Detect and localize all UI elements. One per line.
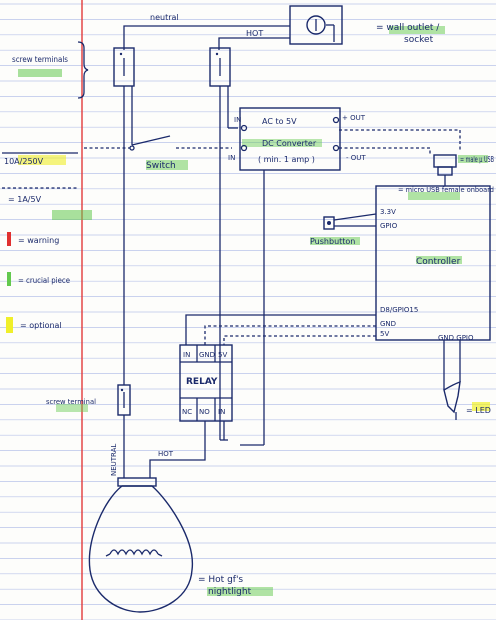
bulb-base (117, 477, 157, 487)
label-converter-line1: AC to 5V (262, 117, 297, 126)
relay-box (179, 344, 233, 422)
5v-to-relay-wire (223, 335, 376, 345)
label-converter-in-top: IN (234, 116, 241, 124)
pushbutton-icon (323, 216, 335, 230)
relay-no-hot-wire (149, 421, 206, 478)
highlight-green (52, 210, 92, 220)
pushbutton-wire (333, 213, 377, 221)
label-screw-terminals: screw terminals (12, 55, 68, 64)
label-relay-gnd: GND (199, 351, 215, 359)
controller-box (375, 185, 491, 341)
label-relay-in: IN (183, 351, 190, 359)
hot-top-wire (218, 37, 290, 50)
label-pin-gnd: GND (380, 320, 396, 328)
label-relay-5v: 5V (218, 351, 227, 359)
neutral-top-wire (123, 25, 290, 50)
label-pin-3v3: 3.3V (380, 208, 396, 216)
led-icon (443, 380, 461, 414)
legend-swatch-red (7, 232, 11, 246)
male-usb-icon (433, 154, 457, 168)
bulb-filament (157, 553, 163, 557)
label-converter-in-bottom: IN (228, 154, 235, 162)
label-hot-bottom: HOT (158, 450, 174, 458)
label-converter-line3: ( min. 1 amp ) (258, 155, 315, 164)
legend-swatch-green (7, 272, 11, 286)
label-pin-d8: D8/GPIO15 (380, 306, 418, 314)
highlight-green (18, 69, 62, 77)
ruled-lines (0, 3, 496, 620)
highlight-green (408, 192, 460, 200)
highlight-green (389, 26, 445, 34)
label-converter-out-bottom: - OUT (346, 154, 366, 162)
label-neutral-vertical: NEUTRAL (110, 444, 118, 476)
converter-out-terminal (332, 144, 340, 152)
label-nightlight-line2: nightlight (208, 587, 252, 597)
converter-out-plus-wire (339, 129, 461, 150)
switch-lever-icon (131, 135, 171, 146)
label-legend-crucial: = crucial piece (18, 276, 70, 285)
label-female-usb: = micro USB female onboard (398, 186, 494, 194)
label-relay: RELAY (186, 377, 218, 387)
screw-terminal-brace (77, 41, 89, 99)
d8-to-relay-wire (185, 314, 376, 345)
label-switch: Switch (146, 161, 176, 171)
label-relay-in2: IN (218, 408, 225, 416)
label-pin-gnd-gpio: GND GPIO (438, 334, 474, 342)
label-legend-warning: = warning (18, 236, 59, 245)
highlight-green (146, 160, 188, 170)
legend-swatch-yellow (6, 317, 13, 333)
highlight-green (416, 256, 462, 264)
highlight-green (56, 404, 88, 412)
label-converter-line2: DC Converter (262, 139, 317, 148)
label-male-usb: = male µ USB (460, 155, 494, 164)
label-relay-no: NO (199, 408, 210, 416)
label-pushbutton: Pushbutton (310, 237, 355, 246)
highlight-green (242, 139, 322, 147)
pushbutton-cap (327, 221, 331, 225)
switch-contact (129, 145, 135, 151)
label-screw-terminal-single: screw terminal (46, 398, 96, 406)
highlight-green (310, 237, 360, 245)
highlight-green (207, 587, 273, 596)
light-bulb-icon (88, 485, 194, 613)
highlight-yellow (18, 155, 66, 165)
label-hot: HOT (246, 29, 263, 38)
label-led: = LED (466, 406, 491, 415)
screw-icon (119, 52, 123, 56)
screw-icon (215, 52, 219, 56)
bulb-filament (105, 553, 111, 557)
bulb-filament (109, 549, 159, 556)
converter-in-terminal (240, 124, 248, 132)
wall-socket-outlet-icon (306, 15, 326, 35)
converter-out-terminal (332, 116, 340, 124)
screw-icon (120, 388, 124, 392)
highlight-green (458, 155, 488, 163)
male-usb-plug (437, 166, 453, 176)
wall-socket-box (289, 5, 343, 45)
label-pin-gpio: GPIO (380, 222, 398, 230)
label-relay-nc: NC (182, 408, 192, 416)
label-rating-1a: = 1A/5V (8, 195, 42, 204)
label-controller: Controller (416, 257, 461, 267)
ac-dc-converter-box (239, 107, 341, 171)
label-rating-10a: 10A/250V (4, 157, 44, 166)
label-socket: socket (404, 35, 434, 45)
label-nightlight-line1: = Hot gf's (198, 575, 243, 585)
label-wall-outlet: = wall outlet / (376, 23, 440, 33)
label-converter-out-top: + OUT (342, 114, 366, 122)
gnd-to-relay-wire (204, 325, 376, 345)
converter-in-terminal (240, 144, 248, 152)
label-neutral: neutral (150, 13, 179, 22)
highlight-yellow (472, 402, 490, 411)
label-legend-optional: = optional (20, 321, 62, 330)
label-pin-5v: 5V (380, 330, 389, 338)
converter-out-minus-wire (339, 147, 431, 155)
